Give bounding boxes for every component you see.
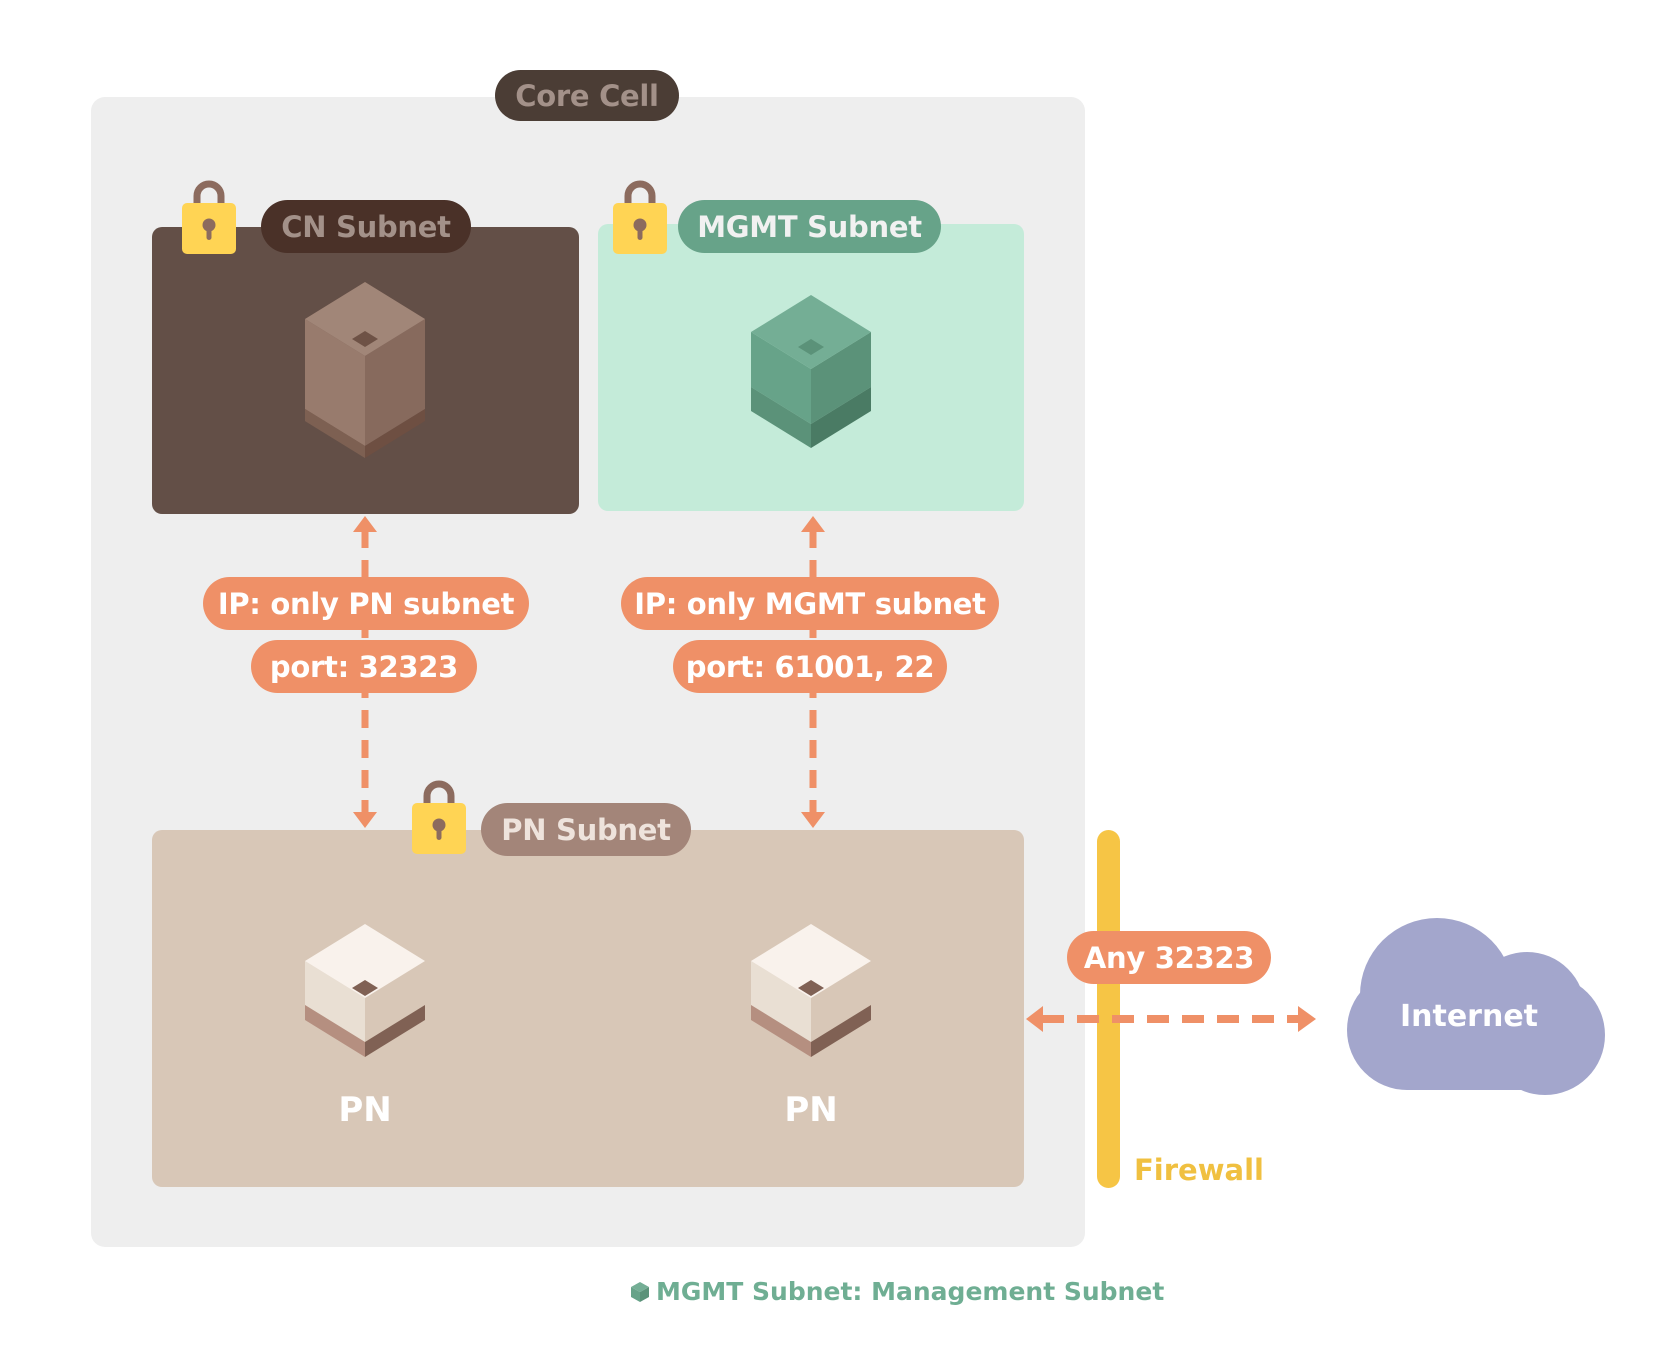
cn-port-rule-badge: port: 32323 (251, 640, 477, 693)
arrowhead-up-icon (801, 516, 825, 532)
mgmt-ip-rule-badge: IP: only MGMT subnet (621, 577, 999, 630)
firewall-bar (1097, 830, 1120, 1188)
pn-node-label: PN (784, 1090, 838, 1130)
core-cell-label: Core Cell (495, 70, 679, 121)
arrowhead-right-icon (1298, 1006, 1316, 1032)
pn-subnet-label: PN Subnet (481, 803, 691, 856)
arrowhead-left-icon (1026, 1006, 1043, 1032)
pn-server-icon (751, 924, 871, 1057)
lock-icon (412, 780, 466, 854)
firewall-label: Firewall (1134, 1153, 1264, 1187)
cn-ip-rule-badge: IP: only PN subnet (203, 577, 529, 630)
cn-server-icon (305, 282, 425, 458)
lock-icon (182, 180, 236, 254)
mgmt-subnet-label: MGMT Subnet (678, 200, 941, 253)
arrowhead-up-icon (353, 516, 377, 532)
internet-rule-badge: Any 32323 (1067, 931, 1271, 984)
lock-icon (613, 180, 667, 254)
arrowhead-down-icon (801, 812, 825, 828)
cn-subnet-label: CN Subnet (261, 200, 471, 253)
internet-label: Internet (1399, 999, 1539, 1034)
pn-subnet-box (152, 830, 1024, 1187)
internet-cloud-icon (1347, 918, 1605, 1095)
footnote: MGMT Subnet: Management Subnet (630, 1277, 1164, 1306)
footnote-text: MGMT Subnet: Management Subnet (656, 1277, 1165, 1306)
mgmt-cube-icon (631, 1281, 649, 1302)
arrowhead-down-icon (353, 812, 377, 828)
mgmt-port-rule-badge: port: 61001, 22 (673, 640, 947, 693)
pn-node-label: PN (338, 1090, 392, 1130)
mgmt-server-icon (751, 295, 871, 448)
pn-server-icon (305, 924, 425, 1057)
